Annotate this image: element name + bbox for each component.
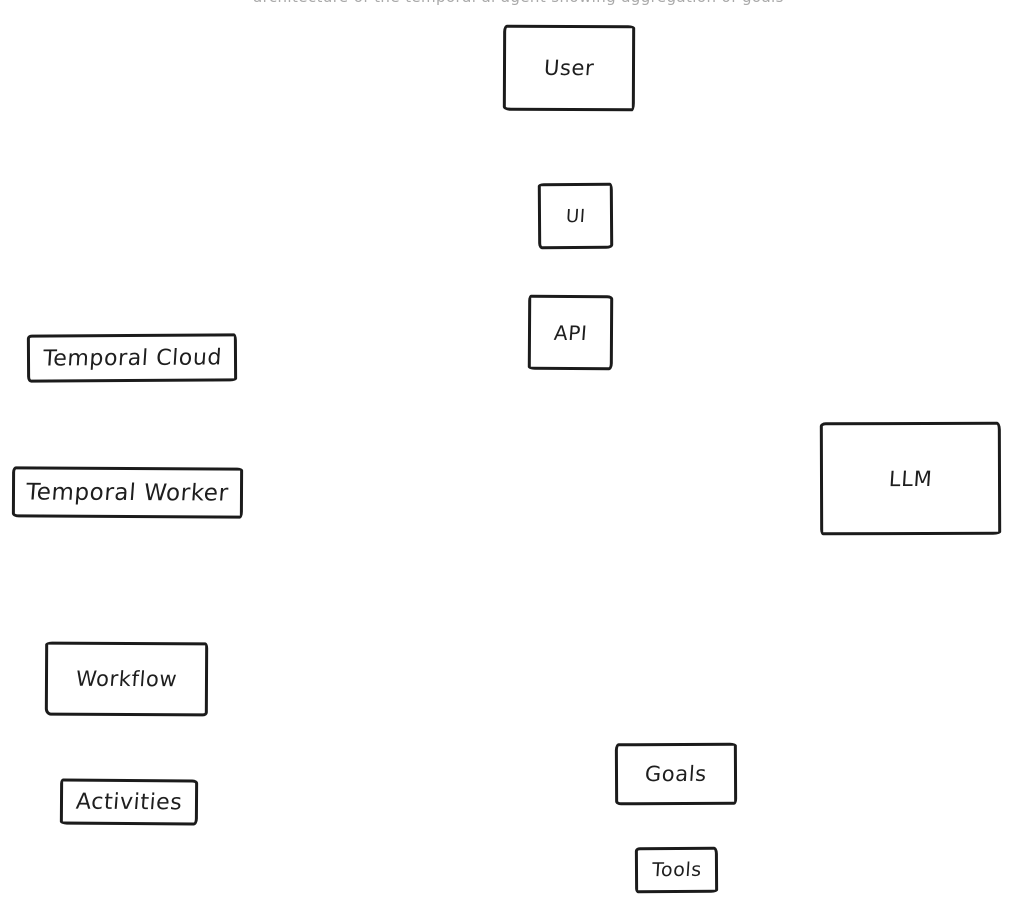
node-workflow-label: Workflow [74,666,179,692]
node-goals: Goals [614,742,738,806]
node-ui: UI [537,182,614,250]
node-temporal-cloud-label: Temporal Cloud [41,344,223,372]
node-llm: LLM [819,421,1002,536]
node-api: API [527,294,614,371]
node-temporal-cloud: Temporal Cloud [26,333,238,383]
node-activities-label: Activities [74,789,184,815]
node-tools-label: Tools [650,858,703,882]
node-ui-label: UI [564,205,587,227]
node-api-label: API [552,320,589,345]
node-goals-label: Goals [644,761,708,787]
node-temporal-worker: Temporal Worker [11,466,244,519]
clipped-text-top-label: architecture of the temporal ai agent sh… [253,0,784,6]
node-tools: Tools [634,846,719,894]
node-llm-label: LLM [888,466,933,491]
node-user: User [502,24,636,112]
node-user-label: User [542,55,596,81]
node-temporal-worker-label: Temporal Worker [25,478,230,507]
node-activities: Activities [59,778,199,826]
clipped-text-top: architecture of the temporal ai agent sh… [0,0,1015,6]
node-workflow: Workflow [44,641,209,717]
